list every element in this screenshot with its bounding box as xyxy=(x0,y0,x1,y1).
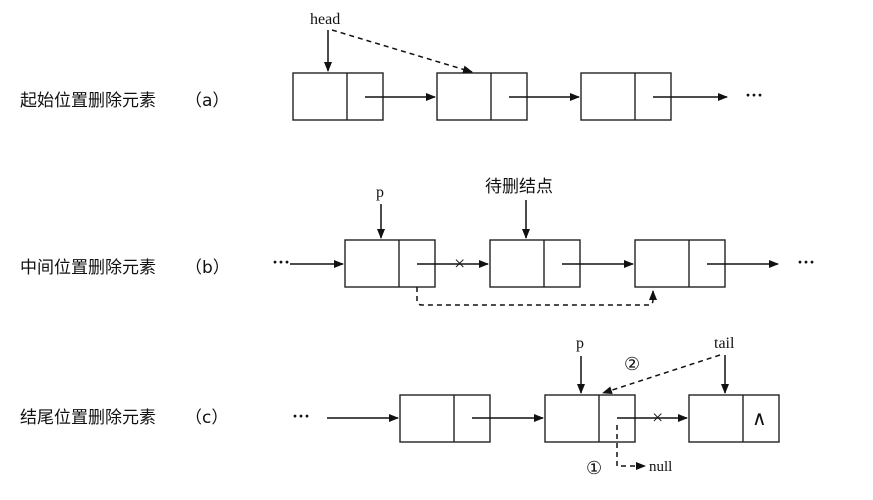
null-mark: ∧ xyxy=(752,408,767,430)
head-new-pointer-dashed xyxy=(331,29,473,74)
row-b-ellipsis-left: ··· xyxy=(272,252,290,272)
row-c-cut-mark: × xyxy=(652,407,663,429)
row-c-title: 结尾位置删除元素 xyxy=(20,408,156,428)
row-a: 起始位置删除元素 （a） ··· head xyxy=(20,11,763,121)
row-c-node-tail xyxy=(688,394,780,443)
row-b-node-next xyxy=(634,239,726,288)
row-b-p-label: p xyxy=(376,184,384,201)
row-b: 中间位置删除元素 （b） ··· × ··· p 待删结点 xyxy=(20,177,815,306)
tail-label: tail xyxy=(714,335,735,352)
tail-new-pointer-dashed xyxy=(602,354,721,395)
row-a-title: 起始位置删除元素 xyxy=(20,91,156,111)
null-assign-dashed xyxy=(616,425,646,470)
row-b-cut-mark: × xyxy=(454,253,465,275)
row-a-tag: （a） xyxy=(185,91,229,111)
row-b-title: 中间位置删除元素 xyxy=(20,258,156,278)
to-delete-label: 待删结点 xyxy=(485,177,553,197)
row-c-tag: （c） xyxy=(185,408,228,428)
row-b-bypass-dashed xyxy=(416,287,657,306)
row-b-ellipsis-right: ··· xyxy=(797,252,815,272)
row-c: 结尾位置删除元素 （c） ··· × ∧ p tail ② null ① xyxy=(20,335,780,478)
row-c-p-label: p xyxy=(576,335,584,352)
row-b-tag: （b） xyxy=(185,258,230,278)
null-label: null xyxy=(649,459,672,475)
step-1-marker: ① xyxy=(586,458,602,478)
row-a-ellipsis: ··· xyxy=(745,85,763,105)
head-label: head xyxy=(310,11,340,28)
row-c-ellipsis-left: ··· xyxy=(292,406,310,426)
step-2-marker: ② xyxy=(624,354,640,374)
